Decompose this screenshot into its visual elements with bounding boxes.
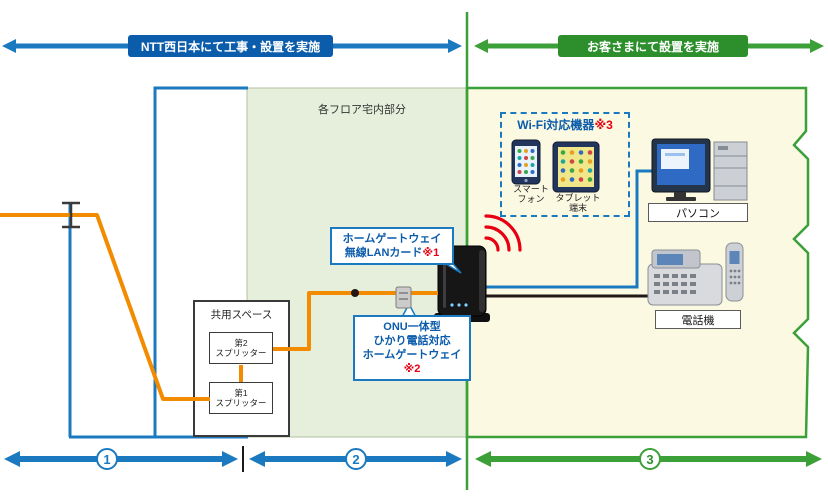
wifi-signal-icon	[484, 214, 522, 252]
callout-onu-line2: ひかり電話対応	[373, 335, 451, 347]
wifi-devices-title-text: Wi-Fi対応機器	[517, 118, 595, 132]
telephone-icon	[647, 249, 723, 306]
splitter-1-line1: 第1	[234, 388, 248, 398]
tablet-label-line1: タブレット	[555, 193, 601, 203]
splitter-1-line2: スプリッター	[215, 398, 267, 408]
callout-wlan-note: ※1	[422, 247, 440, 259]
splitter-2-box: 第2 スプリッター	[209, 332, 273, 364]
shared-space-box: 共用スペース 第2 スプリッター 第1 スプリッター	[193, 300, 290, 437]
callout-onu-note: ※2	[403, 363, 421, 375]
step-2-badge: 2	[345, 448, 367, 470]
step-3-number: 3	[646, 451, 654, 467]
smartphone-label-line2: フォン	[517, 194, 545, 204]
floor-indoor-label: 各フロア宅内部分	[318, 104, 406, 116]
customer-zone-label: お客さまにて設置を実施	[558, 35, 748, 57]
smartphone-label: スマート フォン	[504, 184, 558, 204]
callout-wlan-line2-text: 無線LANカード	[344, 247, 423, 259]
tablet-label-line2: 端末	[568, 203, 587, 213]
callout-onu-line1: ONU一体型	[383, 321, 441, 333]
tablet-label: タブレット 端末	[554, 193, 602, 213]
step-2-number: 2	[352, 451, 360, 467]
cordless-handset-icon	[725, 242, 744, 302]
ntt-zone-label: NTT西日本にて工事・設置を実施	[128, 35, 333, 57]
smartphone-label-line1: スマート	[513, 184, 549, 194]
step-1-number: 1	[103, 451, 111, 467]
callout-wlan-line2: 無線LANカード※1	[334, 246, 450, 260]
customer-zone-label-text: お客さまにて設置を実施	[586, 39, 719, 54]
splitter-1-box: 第1 スプリッター	[209, 382, 273, 414]
callout-wlan-card: ホームゲートウェイ 無線LANカード※1	[330, 227, 454, 265]
splitter-2-line1: 第2	[234, 338, 248, 348]
smartphone-icon	[511, 139, 541, 185]
step-3-badge: 3	[639, 448, 661, 470]
tablet-icon	[552, 141, 600, 193]
phone-label-box: 電話機	[655, 310, 741, 329]
callout-onu-gateway: ONU一体型 ひかり電話対応 ホームゲートウェイ ※2	[353, 315, 471, 381]
wifi-devices-note: ※3	[594, 118, 613, 132]
step-1-badge: 1	[96, 448, 118, 470]
splitter-2-line2: スプリッター	[215, 348, 267, 358]
callout-onu-line3-text: ホームゲートウェイ	[362, 349, 462, 361]
pc-tower-icon	[713, 141, 748, 201]
wifi-devices-title: Wi-Fi対応機器※3	[502, 116, 628, 133]
ntt-zone-label-text: NTT西日本にて工事・設置を実施	[140, 39, 321, 54]
pc-label-box: パソコン	[648, 203, 748, 222]
phone-label-text: 電話機	[681, 314, 715, 327]
computer-icon	[651, 138, 711, 201]
callout-wlan-line1: ホームゲートウェイ	[342, 233, 442, 245]
pc-label-text: パソコン	[676, 207, 720, 220]
callout-onu-line3: ホームゲートウェイ ※2	[357, 348, 467, 376]
wifi-devices-box: Wi-Fi対応機器※3 スマート フォン タブレット 端末	[500, 112, 630, 217]
lan-cable	[480, 169, 658, 289]
step1-arrow	[4, 451, 238, 467]
shared-space-title: 共用スペース	[210, 309, 273, 321]
